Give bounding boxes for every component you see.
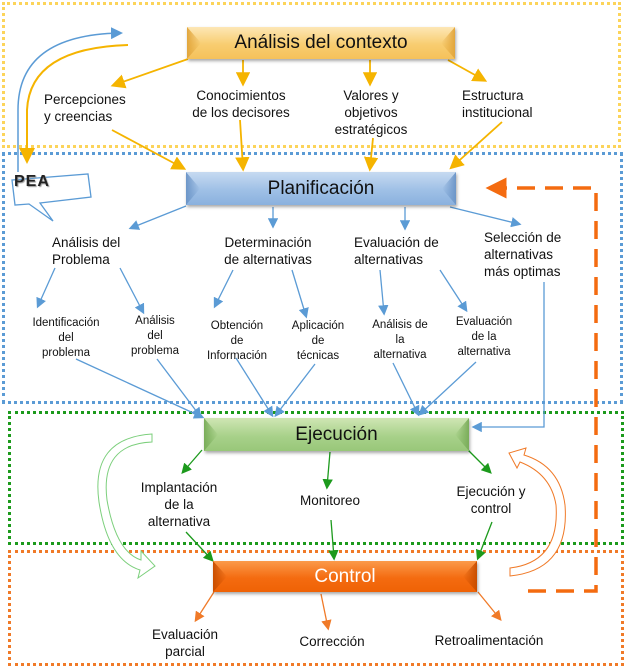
control-box: Control (213, 561, 477, 592)
control-item: Evaluación parcial (151, 627, 219, 659)
context-item: Conocimientos de los decisores (192, 88, 290, 120)
planning-item: Determinación de alternativas (224, 235, 312, 267)
planning-zone (2, 152, 623, 404)
control-title: Control (314, 565, 376, 587)
planning-subitem: Identificación del problema (32, 317, 100, 360)
planning-title: Planificación (267, 177, 375, 199)
planning-item: Evaluación de alternativas (354, 235, 439, 267)
context-zone (2, 2, 621, 148)
execution-item: Implantación de la alternativa (140, 480, 218, 529)
execution-item: Ejecución y control (456, 484, 526, 516)
planning-subitem: Aplicación de técnicas (291, 320, 345, 363)
planning-subitem: Obtención de Información (206, 320, 268, 363)
arrow-knowledge-plan (235, 119, 250, 172)
execution-zone (8, 411, 624, 545)
arrow-context-perceptions (110, 58, 189, 89)
context-item: Valores y objetivos estratégicos (334, 88, 408, 137)
execution-item: Monitoreo (299, 493, 361, 508)
execution-title: Ejecución (295, 423, 378, 445)
control-item: Corrección (299, 634, 365, 649)
planning-item: Selección de alternativas más optimas (484, 230, 562, 279)
context-item: Percepciones y creencias (44, 92, 126, 124)
arrow-context-structure (447, 59, 488, 82)
arrow-plan-selection (449, 206, 522, 228)
context-item: Estructura institucional (462, 88, 533, 120)
pea-callout-label: PEA (14, 173, 50, 190)
curved-arrow-control-to-exec (508, 447, 566, 577)
planning-item: Análisis del Problema (52, 235, 121, 267)
context-analysis-box: Análisis del contexto (187, 27, 455, 59)
feedback-loop-dashed (485, 177, 598, 593)
execution-box: Ejecución (204, 418, 469, 451)
arrow-structure-plan (449, 121, 503, 170)
planning-subitem: Evaluación de la alternativa (455, 316, 513, 359)
control-zone (8, 550, 624, 666)
arrow-values-plan (363, 137, 379, 172)
arrow-perceptions-plan (111, 129, 187, 170)
context-analysis-title: Análisis del contexto (234, 32, 408, 53)
planning-subitem: Análisis de la alternativa (372, 319, 428, 362)
planning-subitem: Análisis del problema (131, 315, 179, 358)
control-item: Retroalimentación (434, 633, 544, 648)
pea-callout-shape (11, 173, 92, 222)
arrow-selection-exec (471, 282, 545, 433)
feedback-arrow-blue (17, 27, 123, 172)
feedback-arrow-yellow (19, 44, 129, 164)
planning-box: Planificación (186, 172, 456, 205)
curved-arrow-exec-to-control (97, 433, 156, 580)
arrow-plan-analysis (128, 205, 187, 230)
